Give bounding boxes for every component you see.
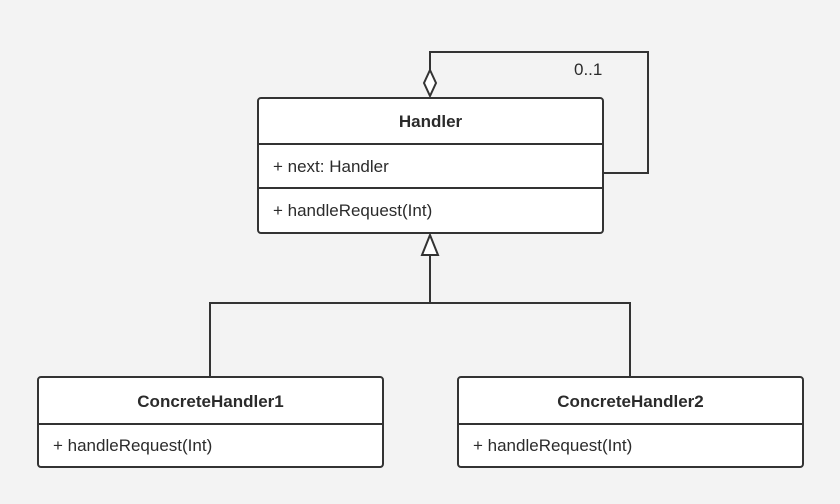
class-operation: + handleRequest(Int)	[53, 436, 213, 455]
class-operation: + handleRequest(Int)	[473, 436, 633, 455]
generalization-line	[209, 302, 631, 376]
self-association-line	[429, 51, 649, 174]
class-name: Handler	[259, 99, 602, 145]
class-name: ConcreteHandler2	[459, 378, 802, 425]
aggregation-diamond-icon	[422, 67, 438, 99]
class-name: ConcreteHandler1	[39, 378, 382, 425]
class-operation: + handleRequest(Int)	[273, 201, 433, 220]
class-concrete-handler-1[interactable]: ConcreteHandler1 + handleRequest(Int)	[37, 376, 384, 468]
inheritance-triangle-icon	[420, 232, 440, 256]
multiplicity-label: 0..1	[574, 60, 603, 79]
class-concrete-handler-2[interactable]: ConcreteHandler2 + handleRequest(Int)	[457, 376, 804, 468]
class-attribute: + next: Handler	[259, 145, 602, 189]
class-handler[interactable]: Handler + next: Handler + handleRequest(…	[257, 97, 604, 234]
